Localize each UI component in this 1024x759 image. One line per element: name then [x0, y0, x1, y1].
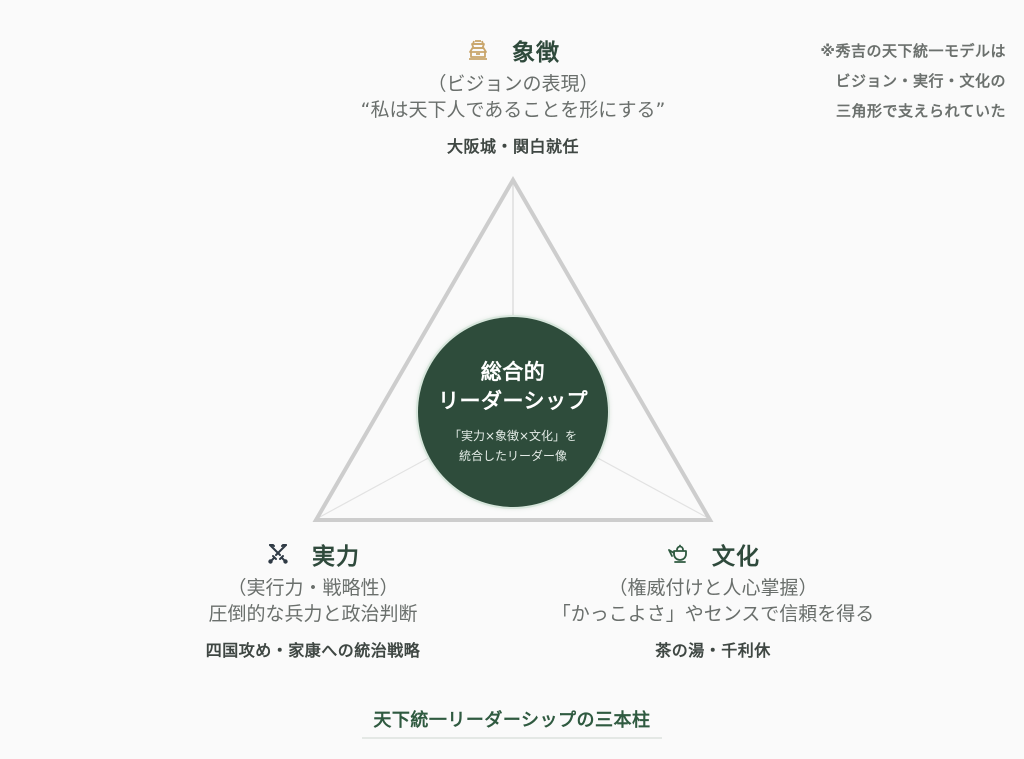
note-line: 三角形で支えられていた: [835, 102, 1006, 120]
pillar-symbol-title: 象徴: [512, 40, 560, 66]
note-line: ※秀吉の天下統一モデルは: [820, 42, 1006, 60]
note-line: ビジョン・実行・文化の: [835, 72, 1006, 90]
triangle-outline: [312, 176, 714, 522]
pillar-power-subtitle: （実行力・戦略性）: [227, 577, 399, 599]
pillar-power-title: 実力: [312, 544, 360, 570]
pillar-symbol-subtitle: （ビジョンの表現）: [427, 73, 599, 95]
diagram-caption: 天下統一リーダーシップの三本柱: [362, 706, 662, 739]
crossed-swords-icon: [266, 542, 290, 566]
teapot-icon: [666, 542, 690, 566]
center-leadership-circle: 総合的 リーダーシップ 「実力×象徴×文化」を 統合したリーダー像: [418, 317, 608, 507]
center-title-line2: リーダーシップ: [437, 389, 589, 413]
pillar-symbol-example: 大阪城・関白就任: [446, 137, 579, 156]
center-title-line1: 総合的: [480, 360, 546, 384]
pillar-culture-subtitle: （権威付けと人心掌握）: [608, 577, 818, 599]
center-desc-line2: 統合したリーダー像: [458, 449, 567, 463]
pillar-symbol-description: “私は天下人であることを形にする”: [360, 99, 666, 121]
pillar-culture-header: 文化: [503, 537, 923, 571]
center-desc-line1: 「実力×象徴×文化」を: [448, 429, 578, 443]
pillar-symbol: 象徴 （ビジョンの表現） “私は天下人であることを形にする” 大阪城・関白就任: [303, 33, 723, 157]
pillar-culture-title: 文化: [712, 544, 760, 570]
pillar-power: 実力 （実行力・戦略性） 圧倒的な兵力と政治判断 四国攻め・家康への統治戦略: [103, 537, 523, 661]
pillar-culture-description: 「かっこよさ」やセンスで信頼を得る: [551, 603, 875, 625]
castle-icon: [466, 38, 490, 62]
model-note: ※秀吉の天下統一モデルは ビジョン・実行・文化の 三角形で支えられていた: [820, 36, 1006, 126]
pillar-power-description: 圧倒的な兵力と政治判断: [208, 603, 418, 625]
center-description: 「実力×象徴×文化」を 統合したリーダー像: [449, 426, 577, 466]
pillar-power-header: 実力: [103, 537, 523, 571]
pillar-culture: 文化 （権威付けと人心掌握） 「かっこよさ」やセンスで信頼を得る 茶の湯・千利休: [503, 537, 923, 661]
pillar-culture-example: 茶の湯・千利休: [655, 641, 771, 660]
pillar-symbol-header: 象徴: [303, 33, 723, 67]
pillar-power-example: 四国攻め・家康への統治戦略: [205, 641, 421, 660]
